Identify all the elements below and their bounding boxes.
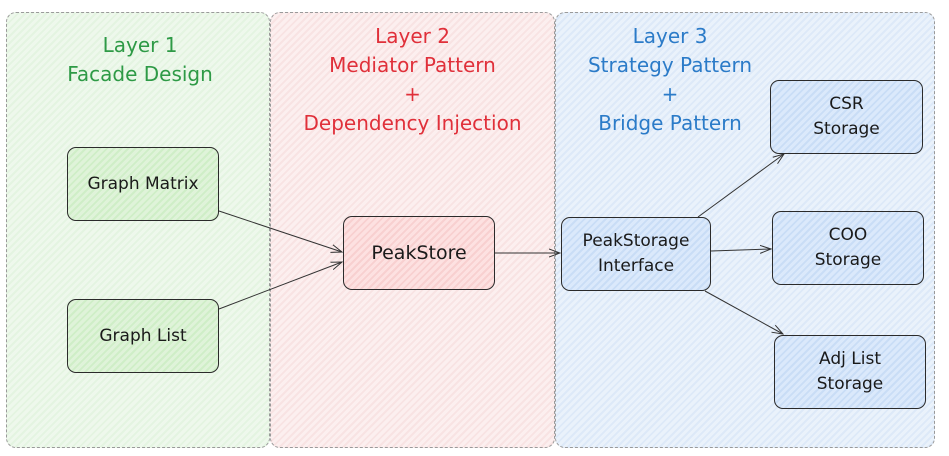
layer-1-name: Layer 1	[102, 33, 178, 57]
node-adj-list-storage-line-1: Adj List	[819, 349, 881, 369]
node-graph-matrix: Graph Matrix	[67, 147, 219, 221]
edge-graph-matrix-to-peakstore	[218, 210, 342, 252]
node-graph-list-label: Graph List	[99, 325, 187, 346]
layer-2-plus: +	[404, 82, 421, 106]
layer-3-name: Layer 3	[632, 24, 708, 48]
layer-3-title: Layer 3 Strategy Pattern + Bridge Patter…	[560, 22, 780, 138]
layer-2-title: Layer 2 Mediator Pattern + Dependency In…	[280, 22, 545, 138]
layer-3-plus: +	[661, 82, 679, 106]
node-csr-storage-line-2: Storage	[813, 119, 880, 139]
layer-1-title: Layer 1 Facade Design	[30, 31, 250, 89]
layer-3-pattern-2: Bridge Pattern	[598, 111, 742, 135]
layer-2-pattern-2: Dependency Injection	[303, 111, 522, 135]
node-peakstorage-interface: PeakStorage Interface	[561, 217, 711, 291]
edge-interface-to-csr	[697, 154, 784, 218]
node-coo-storage-line-2: Storage	[814, 250, 882, 270]
layer-2-name: Layer 2	[375, 24, 450, 48]
node-adj-list-storage: Adj List Storage	[774, 335, 926, 409]
edge-interface-to-coo	[710, 249, 771, 251]
node-adj-list-storage-line-2: Storage	[816, 374, 884, 394]
node-coo-storage-line-1: COO	[828, 225, 868, 245]
layer-2-pattern: Mediator Pattern	[329, 53, 496, 77]
node-csr-storage: CSR Storage	[770, 80, 923, 154]
layer-3-pattern: Strategy Pattern	[587, 53, 752, 77]
node-graph-list: Graph List	[67, 299, 219, 373]
node-peakstorage-interface-line-1: PeakStorage	[582, 231, 690, 251]
node-graph-matrix-label: Graph Matrix	[87, 173, 199, 194]
edge-graph-list-to-peakstore	[218, 262, 342, 310]
edge-interface-to-adj-list	[704, 290, 783, 334]
node-coo-storage: COO Storage	[772, 211, 924, 285]
node-csr-storage-line-1: CSR	[829, 94, 864, 114]
layer-1-panel	[6, 12, 270, 448]
node-peakstore: PeakStore	[343, 216, 495, 290]
node-peakstore-label: PeakStore	[371, 241, 467, 264]
node-peakstorage-interface-line-2: Interface	[597, 256, 675, 276]
layer-1-pattern: Facade Design	[67, 62, 213, 86]
